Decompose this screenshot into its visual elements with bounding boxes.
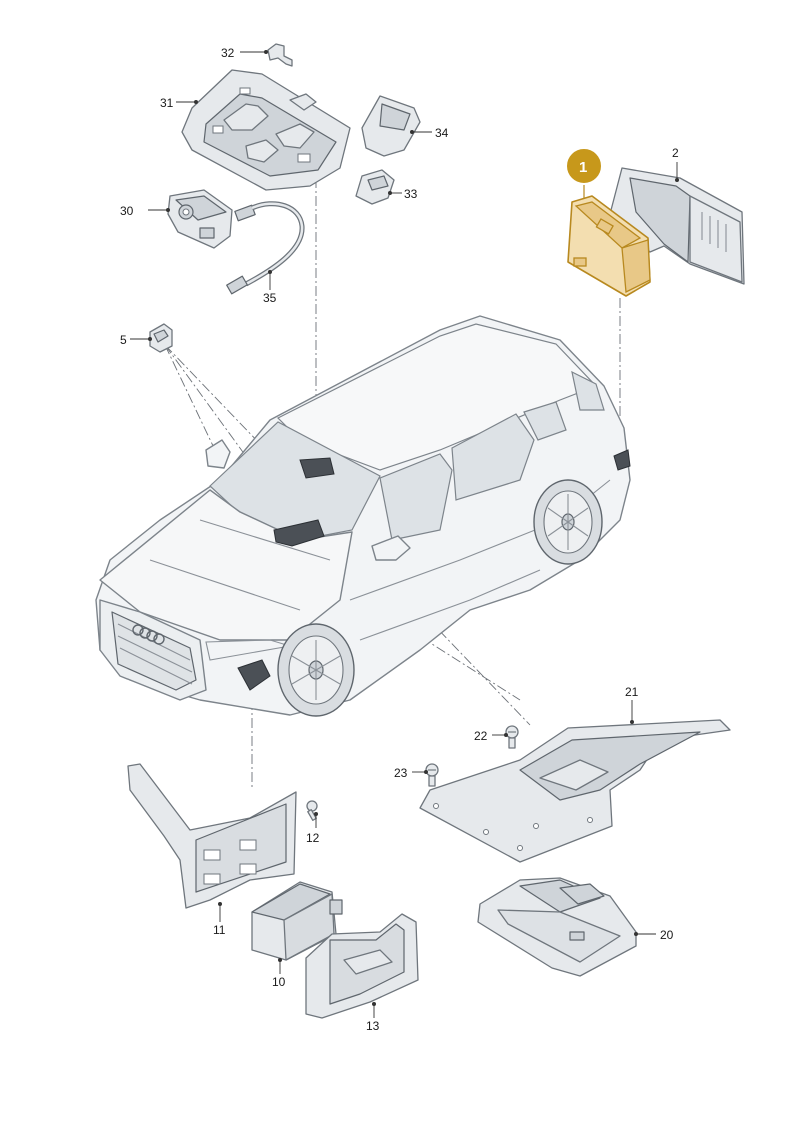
- callout-13: 13: [366, 1019, 380, 1033]
- part-13-holder: 13: [305, 913, 419, 1033]
- callout-35: 35: [263, 291, 277, 305]
- windshield-camera-location: [299, 457, 335, 479]
- part-1-control-unit-selected: 1: [565, 147, 651, 297]
- callout-21: 21: [625, 685, 639, 699]
- callout-31: 31: [160, 96, 174, 110]
- part-30-camera: 30: [120, 189, 233, 249]
- callout-20: 20: [660, 928, 674, 942]
- vehicle-illustration: [95, 315, 631, 717]
- callout-23: 23: [394, 766, 408, 780]
- part-20-control-module: 20: [477, 877, 674, 977]
- callout-30: 30: [120, 204, 134, 218]
- part-21-mounting-plate: 21: [419, 685, 731, 863]
- part-22-screw: 22: [474, 725, 519, 749]
- part-12-screw: 12: [306, 800, 320, 845]
- selected-callout-badge[interactable]: [565, 147, 603, 185]
- part-33-small-cover: 33: [355, 169, 418, 205]
- part-23-screw: 23: [394, 763, 439, 787]
- callout-32: 32: [221, 46, 235, 60]
- callout-12: 12: [306, 831, 320, 845]
- callout-1[interactable]: 1: [579, 159, 587, 176]
- callout-22: 22: [474, 729, 488, 743]
- part-34-cover: 34: [361, 95, 449, 157]
- part-35-cable: 35: [226, 201, 305, 305]
- part-31-camera-bracket: 31: [160, 69, 351, 191]
- line-5-to-mirror: [164, 344, 216, 451]
- callout-33: 33: [404, 187, 418, 201]
- line-5-to-underbody: [164, 344, 531, 726]
- windshield-sensor-location: [273, 519, 325, 547]
- callout-34: 34: [435, 126, 449, 140]
- front-sensor-location: [237, 659, 271, 691]
- part-11-bracket: 11: [127, 763, 297, 937]
- part-32-clip: 32: [221, 43, 293, 67]
- callout-10: 10: [272, 975, 286, 989]
- callout-11: 11: [213, 923, 226, 937]
- part-5-clip: 5: [120, 323, 173, 353]
- part-2-bracket: 2: [609, 146, 745, 285]
- brand-rings-logo: [132, 624, 165, 645]
- callout-5: 5: [120, 333, 127, 347]
- callout-2: 2: [672, 146, 679, 160]
